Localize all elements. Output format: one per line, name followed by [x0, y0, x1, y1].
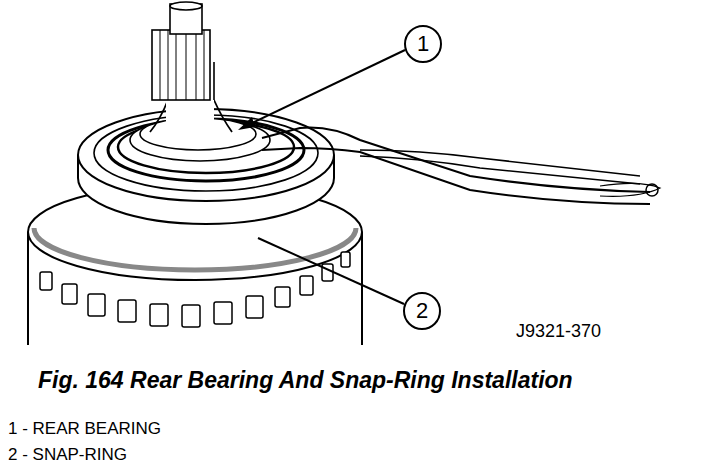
legend-text: 2 - SNAP-RING — [8, 446, 127, 465]
legend-text: 1 - REAR BEARING — [8, 420, 161, 439]
callout-circle: 2 — [403, 292, 441, 330]
figure-code: J9321-370 — [516, 322, 601, 342]
figure-caption: Fig. 164 Rear Bearing And Snap-Ring Inst… — [38, 368, 573, 393]
leader-line — [248, 50, 405, 125]
leader-line — [258, 238, 404, 304]
callout-number: 2 — [416, 300, 428, 322]
callout-number: 1 — [417, 33, 429, 55]
callout-circle: 1 — [404, 25, 442, 63]
arrow-head — [238, 117, 255, 130]
